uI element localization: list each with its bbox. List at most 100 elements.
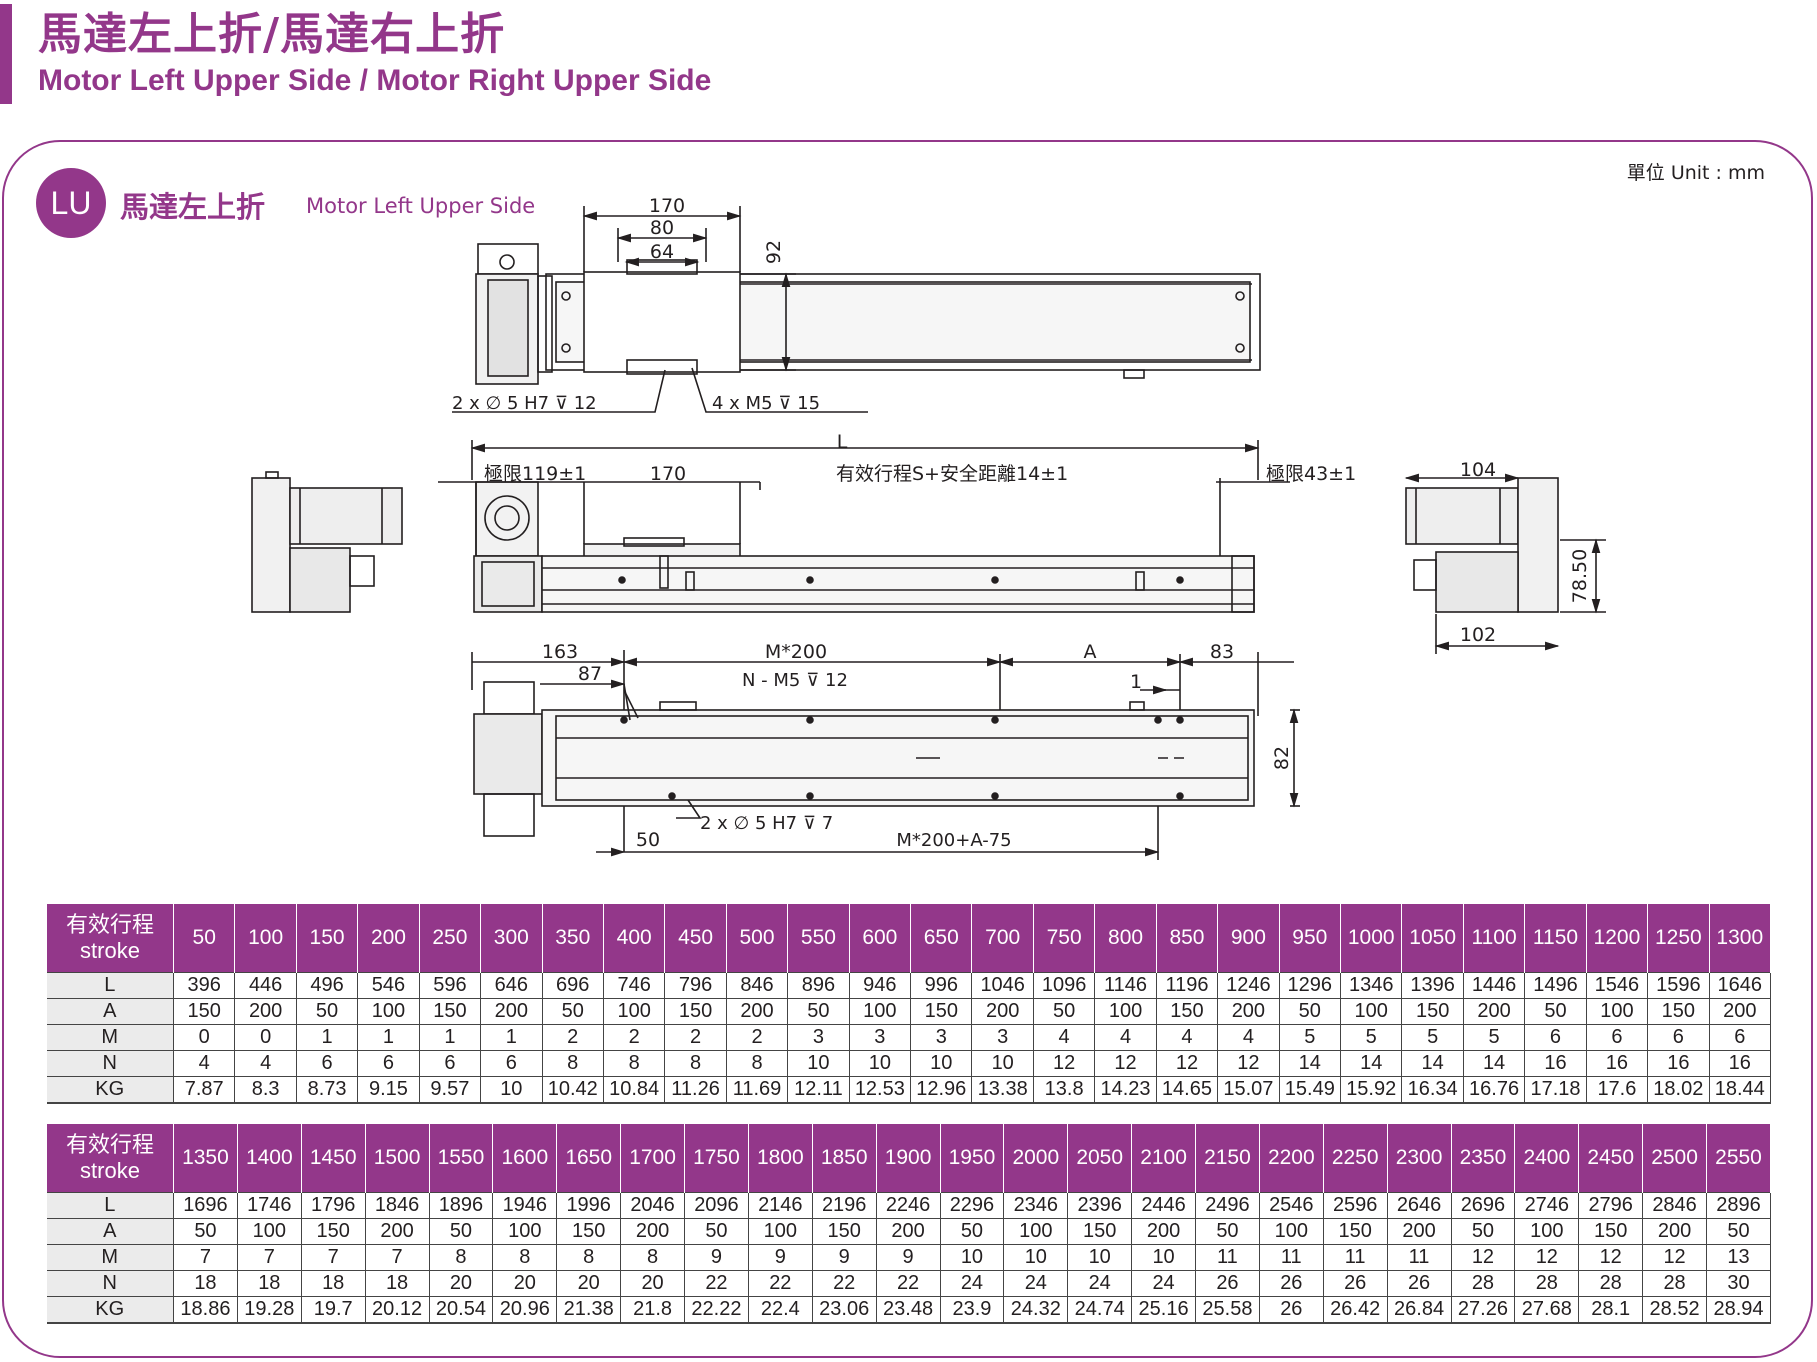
table-cell: 26	[1322, 1270, 1388, 1297]
page-title-zh: 馬達左上折/馬達右上折	[38, 9, 506, 60]
stroke-value-header: 1200	[1585, 904, 1649, 973]
stroke-value-header: 750	[1032, 904, 1096, 973]
stroke-header-en: stroke	[80, 938, 140, 963]
table-cell: 200	[480, 998, 543, 1025]
stroke-value-header: 400	[602, 904, 666, 973]
table-cell: 2896	[1706, 1192, 1771, 1219]
table-cell: 10	[1131, 1244, 1196, 1271]
stroke-header-cell: 有效行程 stroke	[46, 904, 174, 973]
table-cell: 11	[1195, 1244, 1260, 1271]
table-cell: 20	[556, 1270, 622, 1297]
table-cell: 16	[1585, 1050, 1649, 1077]
table-cell: 1946	[492, 1192, 558, 1219]
table-cell: 18	[300, 1270, 366, 1297]
table-cell: 21.8	[620, 1296, 685, 1324]
table-cell: 18	[364, 1270, 430, 1297]
row-label: L	[46, 972, 174, 999]
title-accent-bar	[0, 4, 12, 104]
table-cell: 50	[428, 1218, 494, 1245]
dim-102: 102	[1460, 624, 1496, 646]
table-cell: 10	[910, 1050, 973, 1077]
table-cell: 150	[418, 998, 482, 1025]
table-cell: 24	[1003, 1270, 1069, 1297]
table-cell: 3	[971, 1024, 1034, 1051]
left-side-view	[251, 471, 403, 613]
stroke-value-header: 1950	[939, 1124, 1005, 1193]
page-title-en: Motor Left Upper Side / Motor Right Uppe…	[38, 64, 712, 97]
limit-right: 極限43±1	[1266, 463, 1356, 485]
stroke-header-cell: 有效行程 stroke	[46, 1124, 174, 1193]
table-cell: 100	[1094, 998, 1157, 1025]
stroke-value-header: 1550	[428, 1124, 494, 1193]
section-badge: LU	[36, 168, 106, 238]
table-cell: 5	[1278, 1024, 1342, 1051]
table-cell: 22	[875, 1270, 941, 1297]
stroke-value-header: 2300	[1386, 1124, 1452, 1193]
table-cell: 14	[1401, 1050, 1464, 1077]
table-cell: 22	[684, 1270, 749, 1297]
table-cell: 28	[1514, 1270, 1580, 1297]
table-cell: 50	[173, 1218, 238, 1245]
table-cell: 14.23	[1094, 1076, 1157, 1104]
table-cell: 150	[300, 1218, 366, 1245]
stroke-value-header: 1500	[364, 1124, 430, 1193]
table-cell: 20	[620, 1270, 685, 1297]
callout-nm5: N - M5 ⊽ 12	[742, 670, 848, 691]
table-cell: 27.68	[1514, 1296, 1580, 1324]
table-cell: 17.6	[1585, 1076, 1649, 1104]
section-title-en: Motor Left Upper Side	[306, 194, 536, 218]
stroke-value-header: 2500	[1642, 1124, 1707, 1193]
table-cell: 100	[236, 1218, 302, 1245]
table-cell: 2596	[1322, 1192, 1388, 1219]
table-cell: 8	[620, 1244, 685, 1271]
table-cell: 12	[1642, 1244, 1707, 1271]
stroke-value-header: 1850	[811, 1124, 877, 1193]
table-cell: 22.4	[747, 1296, 813, 1324]
table-cell: 150	[1067, 1218, 1133, 1245]
table-cell: 50	[1450, 1218, 1516, 1245]
stroke-value-header: 2350	[1450, 1124, 1516, 1193]
table-cell: 11	[1386, 1244, 1452, 1271]
table-cell: 150	[1578, 1218, 1644, 1245]
table-cell: 20	[428, 1270, 494, 1297]
stroke-value-header: 2550	[1706, 1124, 1771, 1193]
unit-label: 單位 Unit : mm	[1626, 162, 1765, 184]
table-cell: 17.18	[1524, 1076, 1587, 1104]
table-cell: 100	[848, 998, 912, 1025]
stroke-value-header: 350	[541, 904, 604, 973]
table-cell: 50	[939, 1218, 1005, 1245]
table-cell: 2	[602, 1024, 666, 1051]
table-cell: 28	[1578, 1270, 1644, 1297]
table-cell: 946	[848, 972, 912, 999]
right-side-view	[1404, 473, 1606, 654]
table-cell: 50	[684, 1218, 749, 1245]
table-cell: 100	[492, 1218, 558, 1245]
table-cell: 4	[1217, 1024, 1280, 1051]
table-cell: 10.84	[602, 1076, 666, 1104]
table-cell: 6	[1647, 1024, 1710, 1051]
table-cell: 28	[1642, 1270, 1707, 1297]
stroke-value-header: 900	[1217, 904, 1280, 973]
stroke-value-header: 950	[1278, 904, 1342, 973]
table-cell: 596	[418, 972, 482, 999]
table-cell: 4	[1094, 1024, 1157, 1051]
table-cell: 24	[939, 1270, 1005, 1297]
table-cell: 18	[173, 1270, 238, 1297]
table-cell: 2446	[1131, 1192, 1196, 1219]
table-cell: 22	[747, 1270, 813, 1297]
table-cell: 15.92	[1340, 1076, 1403, 1104]
table-cell: 496	[295, 972, 359, 999]
table-cell: 30	[1706, 1270, 1771, 1297]
dim-L: L	[837, 431, 848, 453]
table-cell: 2	[725, 1024, 789, 1051]
stroke-value-header: 1450	[300, 1124, 366, 1193]
table-cell: 19.28	[236, 1296, 302, 1324]
stroke-value-header: 250	[418, 904, 482, 973]
table-cell: 50	[541, 998, 604, 1025]
stroke-header-en: stroke	[80, 1158, 140, 1183]
table-cell: 22	[811, 1270, 877, 1297]
stroke-value-header: 850	[1155, 904, 1219, 973]
dim-80: 80	[650, 217, 674, 239]
table-cell: 14.65	[1155, 1076, 1219, 1104]
